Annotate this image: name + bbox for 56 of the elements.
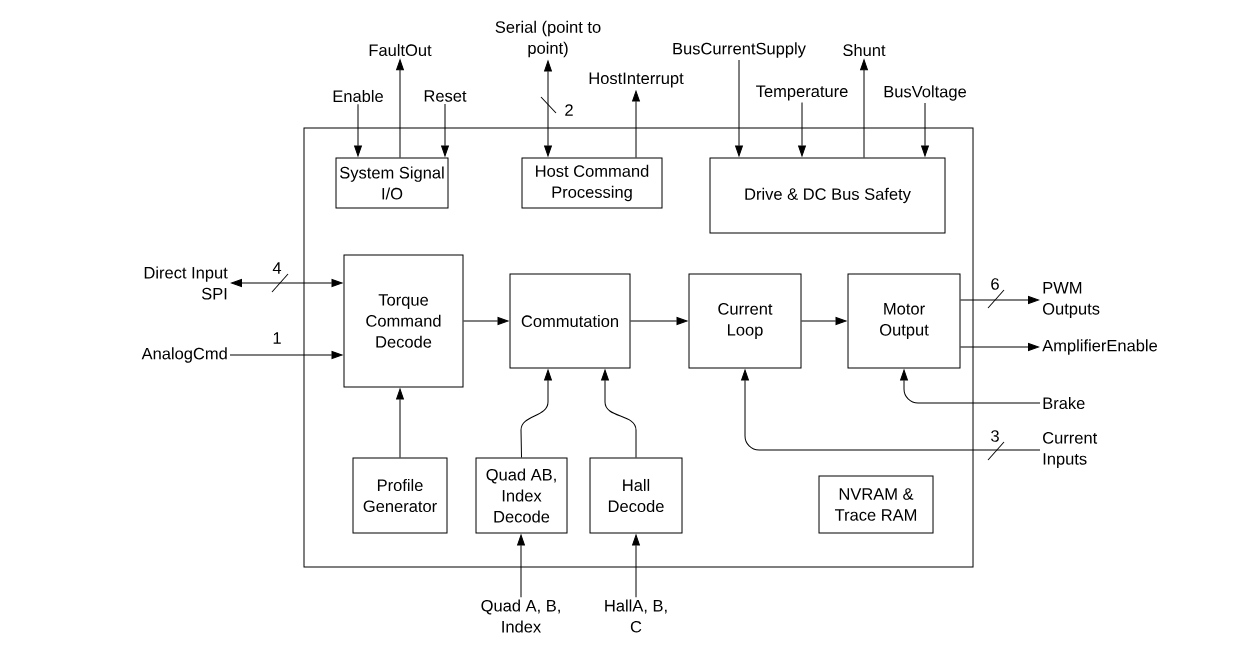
process-box: Commutation — [509, 273, 631, 369]
bus-width-label: 4 — [271, 261, 283, 275]
process-box: Quad AB, Index Decode — [475, 457, 568, 534]
arrow — [396, 388, 404, 458]
arrow — [354, 103, 362, 157]
signal-label: Current Inputs — [1043, 432, 1098, 468]
arrow — [921, 102, 929, 157]
arrow — [735, 59, 743, 157]
signal-label: Serial (point to point) — [495, 20, 601, 58]
signal-label: HostInterrupt — [589, 72, 684, 88]
signal-label: Temperature — [756, 85, 848, 101]
arrow — [463, 317, 509, 325]
arrow — [441, 103, 449, 157]
arrow — [900, 369, 1041, 404]
process-box: Profile Generator — [352, 457, 448, 534]
process-box: System Signal I/O — [335, 157, 449, 209]
arrow — [520, 369, 552, 458]
signal-label: Quad A, B, Index — [481, 599, 560, 633]
arrow — [801, 317, 847, 325]
signal-label: Brake — [1043, 396, 1085, 410]
signal-label: PWM Outputs — [1043, 282, 1100, 318]
arrow — [396, 59, 404, 158]
arrow — [601, 369, 637, 458]
signal-label: Enable — [333, 89, 383, 103]
arrow — [630, 317, 688, 325]
signal-label: AnalogCmd — [141, 347, 227, 363]
bus-width-label: 1 — [271, 331, 283, 345]
arrow — [798, 102, 806, 157]
arrow — [229, 351, 343, 359]
process-box: Torque Command Decode — [343, 254, 464, 388]
arrow — [632, 90, 640, 158]
arrow — [544, 60, 552, 157]
arrow — [517, 534, 525, 598]
bus-width-label: 2 — [563, 103, 575, 117]
signal-label: HallA, B, C — [605, 599, 667, 633]
signal-label: BusVoltage — [884, 85, 966, 101]
process-box: Motor Output — [847, 273, 961, 369]
signal-label: Direct Input SPI — [144, 266, 228, 300]
bus-width-label: 6 — [989, 277, 1001, 291]
bus-width-label: 3 — [989, 429, 1001, 443]
process-box: Host Command Processing — [521, 157, 663, 209]
arrow — [960, 296, 1039, 304]
arrow — [741, 369, 1041, 451]
process-box: NVRAM & Trace RAM — [818, 475, 934, 534]
process-box: Current Loop — [688, 273, 802, 369]
signal-label: Shunt — [843, 43, 886, 57]
signal-label: Reset — [424, 90, 467, 102]
signal-label: FaultOut — [369, 43, 432, 57]
arrow — [632, 534, 640, 598]
process-box: Hall Decode — [589, 457, 683, 534]
process-box: Drive & DC Bus Safety — [709, 157, 946, 234]
arrow — [860, 59, 868, 158]
signal-label: AmplifierEnable — [1042, 339, 1157, 355]
arrow — [960, 343, 1039, 351]
arrow — [231, 279, 343, 287]
signal-label: BusCurrentSupply — [673, 42, 806, 58]
